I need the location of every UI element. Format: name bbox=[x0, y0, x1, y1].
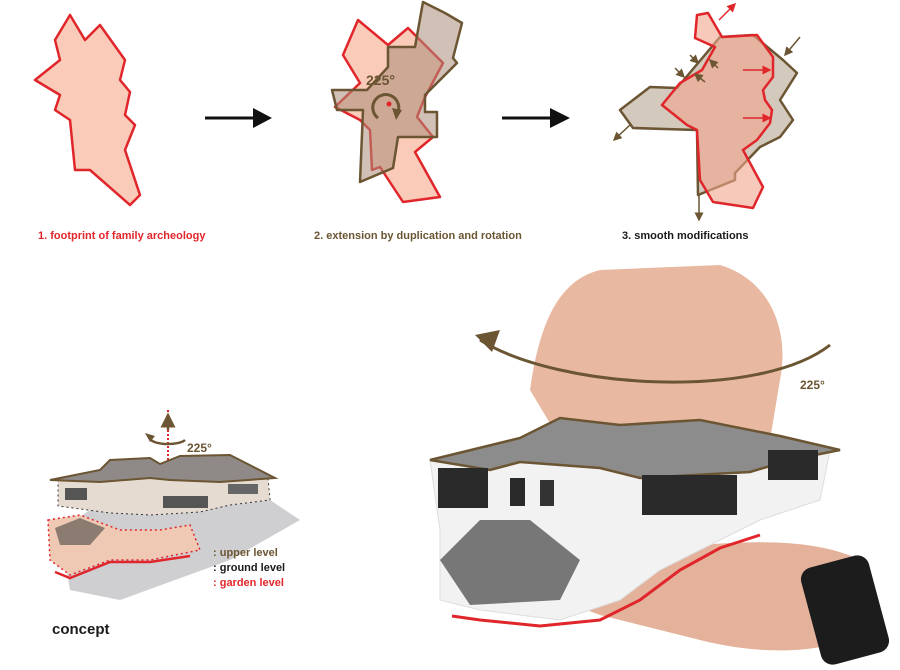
rotation-icon bbox=[371, 93, 402, 120]
step-3-label: 3. smooth modifications bbox=[622, 230, 749, 242]
footprint-shape-1 bbox=[33, 13, 142, 207]
legend-ground-level: : ground level bbox=[213, 562, 286, 574]
step-1-label: 1. footprint of family archeology bbox=[38, 230, 206, 242]
footprint-rotated-duplicate bbox=[330, 0, 464, 184]
step-2-label: 2. extension by duplication and rotation bbox=[314, 230, 522, 242]
modification-arrows bbox=[612, 2, 801, 222]
model-angle-label: 225° bbox=[800, 378, 825, 392]
concept-model bbox=[47, 410, 300, 600]
arrow-right-icon bbox=[502, 108, 570, 128]
hand-held-model-photo bbox=[429, 265, 890, 665]
footprint-smoothed bbox=[660, 11, 775, 210]
rotation-angle-label: 225° bbox=[366, 72, 395, 88]
legend-garden-level: : garden level bbox=[213, 577, 284, 589]
concept-caption: concept bbox=[52, 621, 110, 638]
legend-upper-level: : upper level bbox=[213, 547, 278, 559]
concept-angle-label: 225° bbox=[187, 441, 212, 455]
level-legend: : upper level : ground level : garden le… bbox=[213, 546, 285, 591]
arrow-right-icon bbox=[205, 108, 272, 128]
